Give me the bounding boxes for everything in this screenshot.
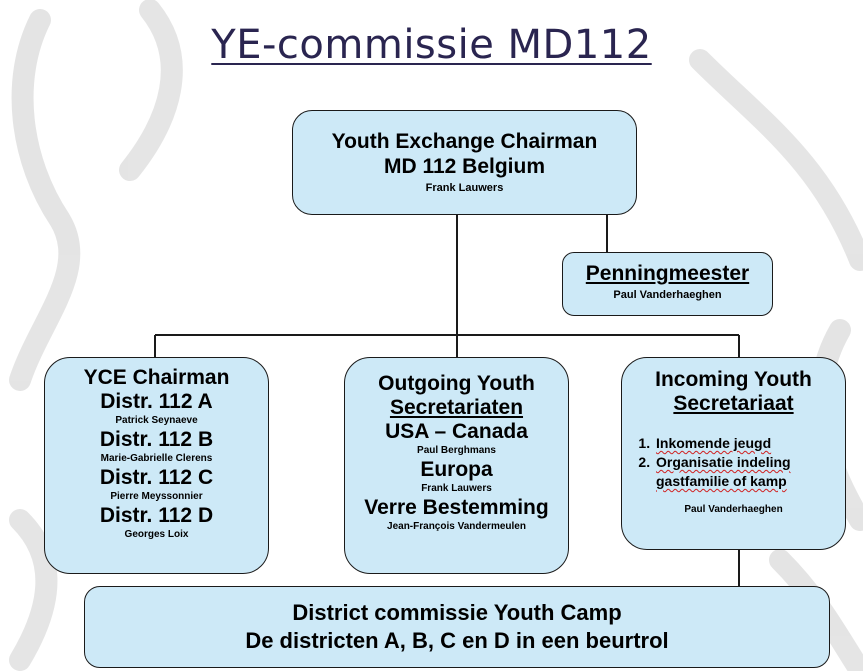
region-contact: Paul Berghmans <box>417 445 496 456</box>
treasurer-name: Paul Vanderhaeghen <box>613 289 722 301</box>
list-item: Inkomende jeugd <box>654 434 845 453</box>
page-title: YE-commissie MD112 <box>211 22 652 68</box>
incoming-title: Incoming Youth <box>655 368 812 391</box>
region-label: USA – Canada <box>385 420 528 443</box>
outgoing-title: Outgoing Youth <box>378 372 535 395</box>
region-label: Verre Bestemming <box>364 496 549 519</box>
incoming-task-list: Inkomende jeugd Organisatie indeling gas… <box>622 434 845 491</box>
region-label: Europa <box>420 458 493 481</box>
district-label: Distr. 112 D <box>99 504 214 527</box>
chairman-title: Youth Exchange Chairman <box>331 130 598 153</box>
outgoing-subtitle: Secretariaten <box>389 396 524 419</box>
yce-role: YCE Chairman <box>83 366 230 389</box>
region-contact: Frank Lauwers <box>421 483 492 494</box>
list-item: Organisatie indeling gastfamilie of kamp <box>654 453 845 491</box>
yce-chairman-box: YCE Chairman Distr. 112 A Patrick Seynae… <box>44 357 269 574</box>
district-name: Pierre Meyssonnier <box>110 491 203 502</box>
district-name: Marie-Gabrielle Clerens <box>100 453 213 464</box>
chairman-name: Frank Lauwers <box>425 182 504 194</box>
chairman-box: Youth Exchange Chairman MD 112 Belgium F… <box>292 110 637 215</box>
chairman-subtitle: MD 112 Belgium <box>383 155 546 178</box>
youth-camp-box: District commissie Youth Camp De distric… <box>84 586 830 668</box>
district-label: Distr. 112 C <box>99 466 214 489</box>
youth-camp-subtitle: De districten A, B, C en D in een beurtr… <box>245 628 669 653</box>
district-label: Distr. 112 B <box>99 428 214 451</box>
district-label: Distr. 112 A <box>100 390 213 413</box>
district-name: Georges Loix <box>124 529 189 540</box>
incoming-youth-box: Incoming Youth Secretariaat Inkomende je… <box>621 357 846 550</box>
outgoing-youth-box: Outgoing Youth Secretariaten USA – Canad… <box>344 357 569 574</box>
treasurer-role: Penningmeester <box>585 262 750 285</box>
incoming-contact: Paul Vanderhaeghen <box>684 504 783 515</box>
region-contact: Jean-François Vandermeulen <box>387 521 526 532</box>
incoming-subtitle: Secretariaat <box>673 392 794 415</box>
district-name: Patrick Seynaeve <box>115 415 198 426</box>
treasurer-box: Penningmeester Paul Vanderhaeghen <box>562 252 773 316</box>
youth-camp-title: District commissie Youth Camp <box>292 600 622 625</box>
